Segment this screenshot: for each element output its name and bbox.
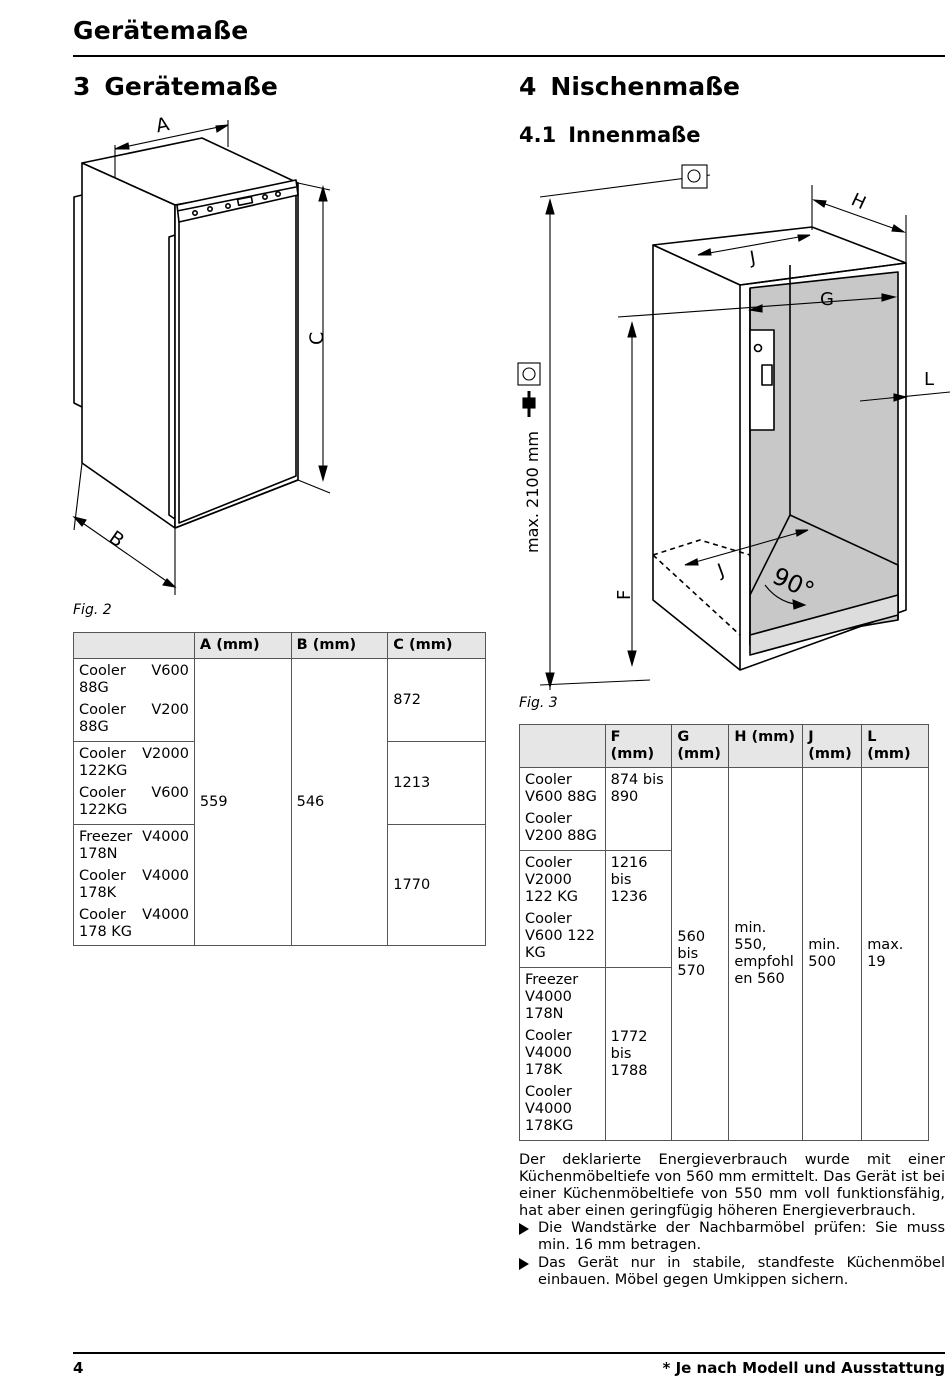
dimension-label-l: L [924,369,934,390]
table-header: A (mm) [193,632,292,659]
fig-3-label: Fig. 3 [519,695,558,711]
section-3-heading: 3 Gerätemaße [73,72,278,101]
b-value-cell: 546 [290,658,389,946]
dimension-label-b: B [105,527,128,553]
section-4-title: Nischenmaße [550,72,741,101]
dimension-label-c: C [306,332,328,345]
table-row: Cooler V2000 122 KG Cooler V600 122 KG 1… [519,850,929,968]
table-header-row: F (mm) G (mm) H (mm) J (mm) L (mm) [519,724,929,768]
model-cell: Freezer V4000 178N Cooler V4000 178K Coo… [519,967,606,1141]
f-value-cell: 1216 bis 1236 [604,850,673,968]
fig-2-label: Fig. 2 [73,602,112,618]
model-cell: Cooler V2000 122 KG Cooler V600 122 KG [519,850,606,968]
footer-rule [73,1352,945,1354]
table-header: B (mm) [290,632,389,659]
bullet-item: Die Wandstärke der Nachbarmöbel prüfen: … [519,1220,945,1254]
section-4-number: 4 [519,72,537,101]
niche-dimensions-diagram: H J G L F J 90° max. 2100 mm [517,164,950,690]
section-4-1-heading: 4.1 Innenmaße [519,123,701,147]
table-header: L (mm) [861,724,929,768]
table-header: F (mm) [604,724,673,768]
page-header-title: Gerätemaße [73,16,249,45]
f-value-cell: 874 bis 890 [604,767,673,851]
g-value-cell: 560 bis 570 [671,767,730,1141]
j-value-cell: min. 500 [802,767,863,1141]
c-value-cell: 1770 [387,824,486,946]
table-header [519,724,606,768]
table-header: C (mm) [387,632,486,659]
f-value-cell: 1772 bis 1788 [604,967,673,1141]
dimension-label-a: A [154,113,171,137]
h-value-cell: min. 550, empfohl en 560 [728,767,804,1141]
max-height-label: max. 2100 mm [523,431,542,553]
section-4-1-number: 4.1 [519,123,557,147]
bullet-arrow-icon [519,1223,529,1235]
model-cell: Cooler V600 88G Cooler V200 88G [519,767,606,851]
table-header: G (mm) [671,724,730,768]
dimension-label-f: F [614,590,635,600]
bullet-item: Das Gerät nur in stabile, standfeste Küc… [519,1255,945,1289]
c-value-cell: 872 [387,658,486,742]
table-header-row: A (mm) B (mm) C (mm) [73,632,486,659]
header-rule [73,55,945,57]
bullet-text: Das Gerät nur in stabile, standfeste Küc… [538,1255,945,1288]
footer-note: * Je nach Modell und Ausstattung [662,1359,945,1377]
section-4-1-title: Innenmaße [568,123,701,147]
dimension-label-h: H [848,189,869,214]
niche-dimensions-table: F (mm) G (mm) H (mm) J (mm) L (mm) Coole… [519,724,929,1141]
dimension-label-j-top: J [747,247,757,269]
table-header: H (mm) [728,724,804,768]
table-header: J (mm) [802,724,863,768]
a-value-cell: 559 [193,658,292,946]
table-row: Freezer V4000 178N Cooler V4000 178K Coo… [519,967,929,1141]
page-number: 4 [73,1359,84,1377]
l-value-cell: max. 19 [861,767,929,1141]
dimension-label-g: G [820,289,834,310]
c-value-cell: 1213 [387,741,486,825]
bullet-text: Die Wandstärke der Nachbarmöbel prüfen: … [538,1220,945,1253]
bullet-arrow-icon [519,1258,529,1270]
section-3-title: Gerätemaße [104,72,278,101]
section-3-number: 3 [73,72,91,101]
energy-consumption-paragraph: Der deklarierte Energieverbrauch wurde m… [519,1152,945,1219]
table-header [73,632,195,659]
appliance-dimensions-diagram: A C B [72,113,331,595]
table-row: Cooler V600 88G Cooler V200 88G 874 bis … [519,767,929,1141]
section-4-heading: 4 Nischenmaße [519,72,740,101]
